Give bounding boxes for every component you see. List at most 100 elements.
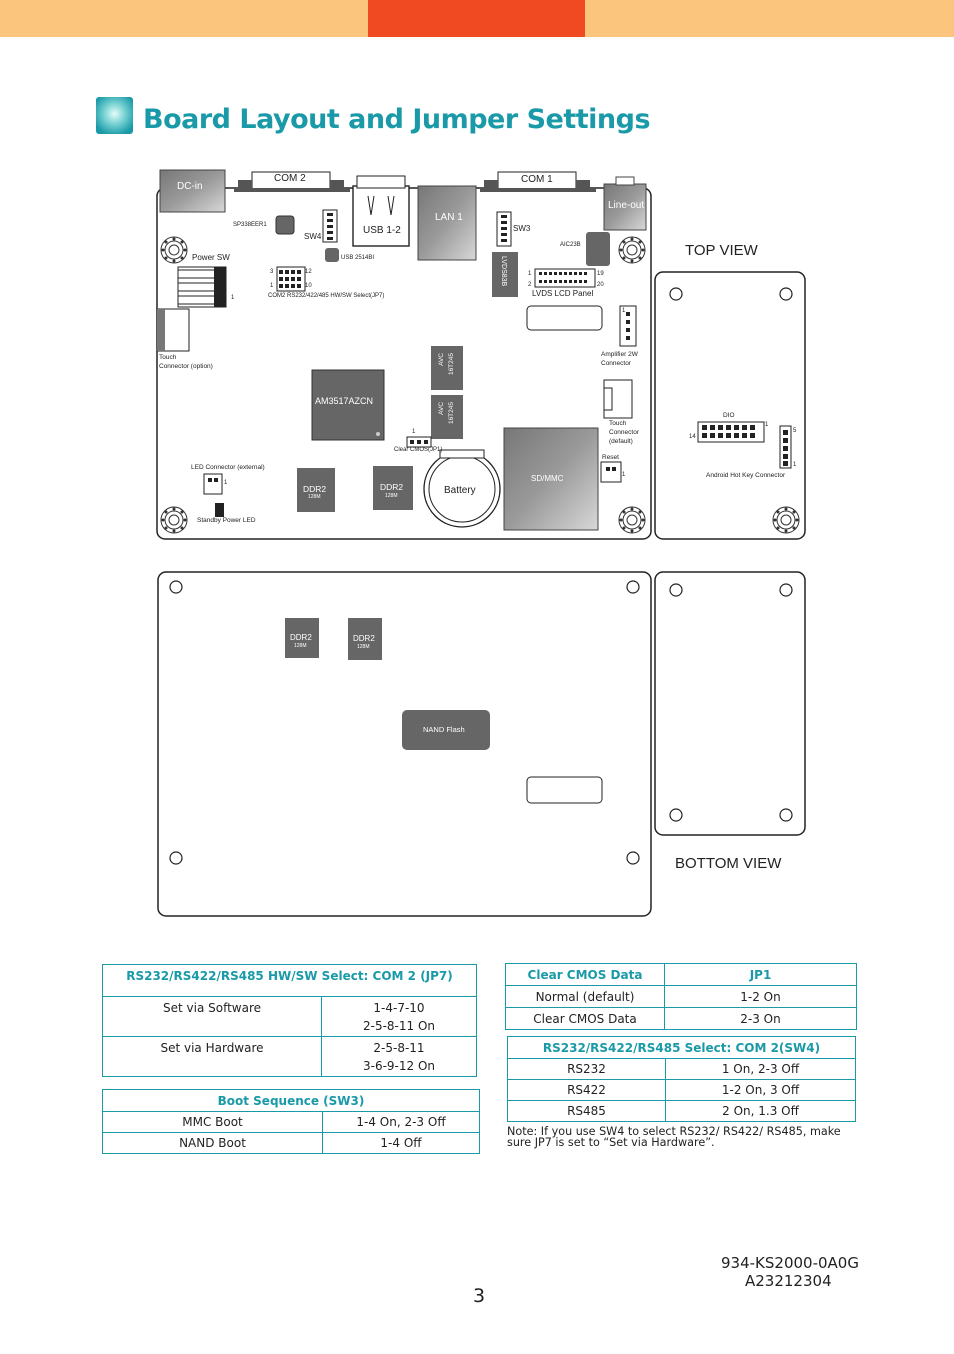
jp7-pin10: 10 [305, 283, 312, 289]
bottom-view-label: BOTTOM VIEW [675, 855, 782, 872]
page-title: Board Layout and Jumper Settings [143, 104, 651, 135]
sw4-table-header: RS232/RS422/RS485 Select: COM 2(SW4) [507, 1036, 856, 1059]
title-icon [96, 97, 133, 134]
jp1-row-label: Clear CMOS Data [505, 1007, 665, 1030]
aic23b-label: AIC23B [560, 242, 581, 248]
dio-label: DIO [723, 412, 735, 419]
page-number: 3 [473, 1285, 486, 1307]
part-number: 934-KS2000-0A0G [721, 1254, 859, 1272]
sw4-row-value: 1 On, 2-3 Off [665, 1058, 856, 1080]
jp1-label: Clear CMOS(JP1) [394, 447, 443, 453]
lvds-pin2: 2 [528, 282, 532, 288]
battery-label: Battery [444, 485, 476, 496]
bottom-ddr2-a-size: 128M [294, 643, 307, 649]
sw3-row-value: 1-4 On, 2-3 Off [322, 1111, 480, 1133]
touch-option-label-2: Connector (option) [159, 363, 213, 370]
com2-label: COM 2 [274, 173, 306, 184]
sw4-row-label: RS485 [507, 1100, 666, 1122]
avc-label: AVC [438, 353, 445, 366]
avc-num: 16T245 [448, 353, 455, 376]
bottom-ddr2-b-label: DDR2 [353, 634, 375, 643]
power-sw-pin: 1 [231, 295, 235, 301]
jp7-row-label: Set via Hardware [102, 1036, 322, 1077]
sw3-row-value: 1-4 Off [322, 1132, 480, 1154]
ddr2-a-size: 128M [308, 494, 321, 500]
jp1-row-label: Normal (default) [505, 985, 665, 1008]
jp1-row-value: 1-2 On [664, 985, 857, 1008]
cpu-label: AM3517AZCN [315, 396, 374, 406]
avc2-num: 16T245 [448, 402, 455, 425]
bottom-ddr2-a-label: DDR2 [290, 633, 312, 642]
led-connector-label: LED Connector (external) [191, 464, 265, 471]
sw4-label: SW4 [304, 232, 322, 241]
standby-led-label: Standby Power LED [197, 517, 256, 524]
amp-pin1: 1 [622, 308, 626, 314]
lvds-chip-label: LVDS83B [500, 256, 507, 287]
sw4-table: RS232/RS422/RS485 Select: COM 2(SW4) RS2… [507, 1036, 856, 1122]
jp7-table-header: RS232/RS422/RS485 HW/SW Select: COM 2 (J… [102, 964, 477, 997]
jp7-table: RS232/RS422/RS485 HW/SW Select: COM 2 (J… [102, 964, 477, 1077]
jp1-table-header-1: Clear CMOS Data [505, 963, 665, 986]
touch-default-label-3: (default) [609, 438, 633, 445]
sw4-row-value: 2 On, 1.3 Off [665, 1100, 856, 1122]
sw4-row-value: 1-2 On, 3 Off [665, 1079, 856, 1101]
header-bar-accent [368, 0, 585, 37]
jp1-pin1: 1 [412, 429, 416, 435]
line-out-label: Line-out [608, 200, 645, 211]
jp7-pin1: 1 [270, 283, 274, 289]
com1-label: COM 1 [521, 174, 553, 185]
part-number-2: A23212304 [745, 1272, 832, 1290]
sw3-row-label: NAND Boot [102, 1132, 323, 1154]
jp7-pin3: 3 [270, 269, 274, 275]
side-board-bottom-outline [654, 571, 806, 836]
dio-pin1: 1 [765, 422, 769, 428]
jp7-row-label: Set via Software [102, 996, 322, 1037]
lan1-label: LAN 1 [435, 212, 463, 223]
header-bar-left [0, 0, 368, 37]
sw3-row-label: MMC Boot [102, 1111, 323, 1133]
sw4-row-label: RS232 [507, 1058, 666, 1080]
usb-label: USB 1-2 [363, 225, 401, 236]
sw4-row-label: RS422 [507, 1079, 666, 1101]
nand-flash-label: NAND Flash [423, 725, 465, 734]
lvds-pin19: 19 [597, 271, 604, 277]
top-view-label: TOP VIEW [685, 242, 758, 259]
sdmmc-label: SD/MMC [531, 474, 564, 483]
jp7-pin12: 12 [305, 269, 312, 275]
hotkey-label: Android Hot Key Connector [706, 472, 786, 479]
side-board-top-outline [654, 271, 806, 540]
sw4-note: Note: If you use SW4 to select RS232/ RS… [507, 1125, 841, 1149]
sp338-label: SP338EER1 [233, 222, 267, 228]
lvds-panel-label: LVDS LCD Panel [532, 289, 594, 298]
header-bar-right [585, 0, 954, 37]
reset-label: Reset [602, 454, 619, 461]
board-diagram [156, 169, 806, 917]
led-pin1: 1 [224, 480, 228, 486]
sw3-label: SW3 [513, 224, 531, 233]
jp1-row-value: 2-3 On [664, 1007, 857, 1030]
ddr2-b-label: DDR2 [380, 482, 404, 492]
lvds-pin20: 20 [597, 282, 604, 288]
dio-pin14: 14 [689, 434, 696, 440]
usb2514-label: USB 2514BI [341, 255, 375, 261]
ddr2-a-label: DDR2 [303, 484, 327, 494]
power-sw-label: Power SW [192, 253, 230, 262]
avc2-label: AVC [438, 402, 445, 415]
hotkey-pin1: 1 [793, 462, 797, 468]
ddr2-b-size: 128M [385, 493, 398, 499]
sw3-table-header: Boot Sequence (SW3) [102, 1089, 480, 1112]
lvds-pin1: 1 [528, 271, 532, 277]
amp-label-2: Connector [601, 360, 631, 367]
bottom-ddr2-b-size: 128M [357, 644, 370, 650]
amp-label: Amplifier 2W [601, 351, 638, 358]
hotkey-pin5: 5 [793, 428, 797, 434]
reset-pin1: 1 [622, 472, 626, 478]
touch-default-label-2: Connector [609, 429, 639, 436]
jp1-table-header-2: JP1 [664, 963, 857, 986]
dc-in-label: DC-in [177, 181, 203, 192]
touch-option-label: Touch [159, 354, 177, 361]
